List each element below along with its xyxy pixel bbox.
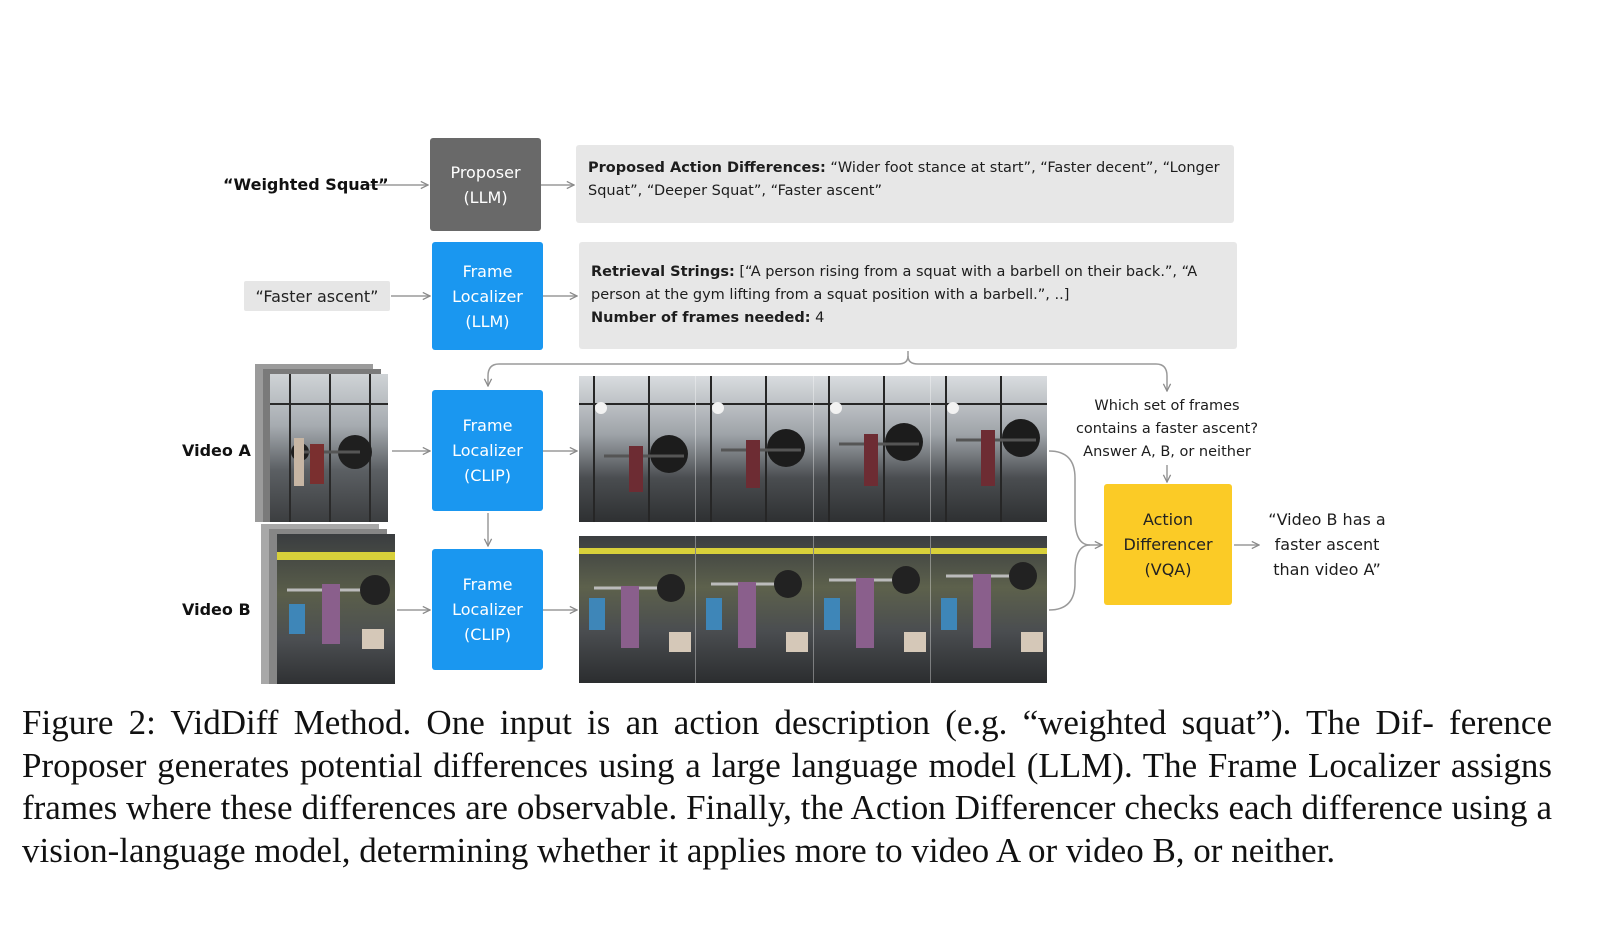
frame-image-icon [696, 376, 813, 522]
video-b-label: Video B [182, 600, 251, 619]
video-b-frame [579, 536, 697, 683]
proposer-title: Proposer [450, 162, 521, 182]
video-a-frame [930, 376, 1047, 522]
frame-localizer-clip-b-line2: Localizer [452, 600, 523, 619]
frame-localizer-clip-b-box: Frame Localizer (CLIP) [432, 549, 543, 670]
frame-localizer-llm-line3: (LLM) [465, 311, 510, 331]
frame-image-icon [813, 548, 930, 652]
figure-caption: Figure 2: VidDiff Method. One input is a… [22, 703, 1552, 870]
video-b-frame [696, 536, 814, 683]
video-a-label: Video A [182, 441, 251, 460]
proposed-differences-heading: Proposed Action Differences: [588, 160, 826, 176]
action-differencer-line3: (VQA) [1144, 560, 1192, 579]
frame-localizer-clip-b-line1: Frame [462, 575, 513, 594]
proposer-box: Proposer (LLM) [430, 138, 541, 231]
frame-image-icon [930, 548, 1047, 652]
frame-localizer-llm-box: Frame Localizer (LLM) [432, 242, 543, 350]
frame-localizer-clip-a-line3: (CLIP) [464, 466, 511, 485]
retrieval-strings-heading: Retrieval Strings: [591, 264, 735, 280]
video-b-frame [930, 536, 1047, 683]
vqa-question-line1: Which set of frames [1094, 398, 1240, 414]
video-b-frame-icon [277, 552, 395, 649]
frame-localizer-clip-a-line2: Localizer [452, 441, 523, 460]
video-b-frames [579, 536, 1047, 683]
action-differencer-box: Action Differencer (VQA) [1104, 484, 1232, 605]
frame-image-icon [696, 548, 813, 652]
differencer-answer-line2: faster ascent [1274, 535, 1380, 554]
frame-localizer-clip-a-line1: Frame [462, 416, 513, 435]
proposed-differences-text: “Wider foot stance at start”, “Faster de… [588, 160, 1220, 199]
frame-localizer-llm-line2: Localizer [452, 286, 523, 306]
frame-localizer-llm-line1: Frame [462, 261, 513, 281]
differencer-answer-line3: than video A” [1273, 560, 1381, 579]
difference-input-pill: “Faster ascent” [244, 281, 390, 311]
action-differencer-line2: Differencer [1123, 535, 1213, 554]
frame-image-icon [813, 376, 930, 522]
proposer-subtitle: (LLM) [463, 187, 508, 207]
differencer-answer-line1: “Video B has a [1268, 510, 1386, 529]
frames-needed-value: 4 [810, 310, 825, 326]
vqa-question-line3: Answer A, B, or neither [1083, 444, 1251, 460]
frame-image-icon [579, 548, 696, 652]
video-a-frames [579, 376, 1047, 522]
video-a-frame [813, 376, 931, 522]
vqa-question-line2: contains a faster ascent? [1075, 421, 1259, 437]
retrieval-strings-box: Retrieval Strings: [“A person rising fro… [579, 242, 1237, 349]
proposed-differences-box: Proposed Action Differences: “Wider foot… [576, 145, 1234, 223]
action-differencer-line1: Action [1142, 510, 1194, 529]
retrieval-strings-text: [“A person rising from a squat with a ba… [591, 264, 1198, 303]
vqa-question: Which set of frames contains a faster as… [1066, 395, 1268, 464]
video-a-frame [579, 376, 697, 522]
frame-image-icon [579, 376, 696, 522]
video-a-thumbnail-stack [255, 364, 388, 522]
video-b-thumbnail-stack [261, 524, 395, 684]
action-description-label: “Weighted Squat” [223, 175, 389, 194]
differencer-answer: “Video B has a faster ascent than video … [1258, 507, 1396, 582]
frame-localizer-clip-a-box: Frame Localizer (CLIP) [432, 390, 543, 511]
frame-localizer-clip-b-line3: (CLIP) [464, 625, 511, 644]
frames-needed-heading: Number of frames needed: [591, 310, 811, 326]
video-a-frame [696, 376, 814, 522]
video-b-frame [813, 536, 931, 683]
video-a-frame-icon [270, 374, 388, 522]
frame-image-icon [930, 376, 1047, 522]
